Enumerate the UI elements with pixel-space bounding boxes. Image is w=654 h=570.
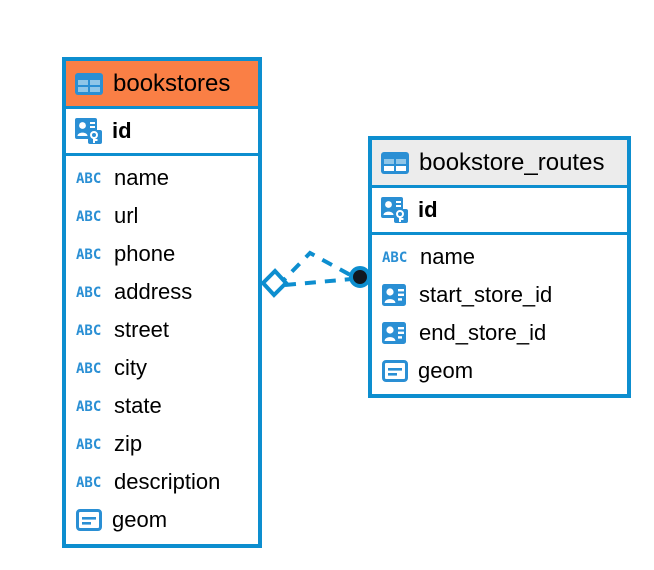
svg-text:ABC: ABC [76,209,101,225]
field-label: geom [418,358,474,383]
entity-header[interactable]: bookstore_routes [372,140,627,188]
field-row[interactable]: geom [372,352,627,390]
primary-key-label: id [418,197,438,222]
foreign-key-icon [382,282,409,308]
svg-text:ABC: ABC [76,247,101,263]
text-field-icon: ABC [76,283,104,301]
field-label: zip [114,431,143,456]
field-label: state [114,393,162,418]
svg-text:ABC: ABC [76,437,101,453]
text-field-icon: ABC [76,435,104,453]
text-field-icon: ABC [76,359,104,377]
field-label: street [114,317,170,342]
primary-key-row[interactable]: id [66,109,258,156]
field-label: start_store_id [419,282,553,307]
geometry-field-icon [382,359,408,383]
field-row[interactable]: ABC zip [66,425,258,463]
field-label: end_store_id [419,320,547,345]
field-label: address [114,279,193,304]
entity-title: bookstore_routes [419,148,605,176]
text-field-icon: ABC [76,397,104,415]
svg-text:ABC: ABC [76,323,101,339]
primary-key-label: id [112,118,132,143]
svg-text:ABC: ABC [76,285,101,301]
field-row[interactable]: geom [66,501,258,539]
field-row[interactable]: ABC url [66,197,258,235]
svg-text:ABC: ABC [76,361,101,377]
table-icon [381,151,409,174]
primary-key-icon [75,117,103,145]
svg-text:ABC: ABC [76,475,101,491]
field-row[interactable]: ABC address [66,273,258,311]
abc-glyph: ABC [76,171,101,187]
foreign-key-icon [382,320,409,346]
primary-key-icon [381,196,409,224]
svg-text:ABC: ABC [76,399,101,415]
svg-text:ABC: ABC [382,250,407,266]
field-label: phone [114,241,176,266]
filled-circle-marker [349,266,371,288]
entity-table-bookstores[interactable]: bookstores id [62,57,262,548]
field-row[interactable]: ABC name [372,238,627,276]
field-label: url [114,203,139,228]
field-label: name [114,165,170,190]
text-field-icon: ABC [76,207,104,225]
field-label: city [114,355,147,380]
field-row[interactable]: start_store_id [372,276,627,314]
field-row[interactable]: ABC name [66,159,258,197]
relationship-line-upper [276,250,355,288]
field-row[interactable]: ABC state [66,387,258,425]
text-field-icon: ABC [76,169,104,187]
field-label: description [114,469,221,494]
geometry-field-icon [76,508,102,532]
text-field-icon: ABC [76,321,104,339]
text-field-icon: ABC [382,248,410,266]
entity-title: bookstores [113,69,231,97]
entity-field-list: ABC name start_store_id [372,235,627,394]
field-label: geom [112,507,168,532]
table-icon [75,72,103,95]
entity-table-bookstore-routes[interactable]: bookstore_routes id [368,136,631,398]
relationship-line-lower [284,277,353,287]
field-row[interactable]: ABC street [66,311,258,349]
field-row[interactable]: ABC city [66,349,258,387]
entity-header[interactable]: bookstores [66,61,258,109]
field-row[interactable]: end_store_id [372,314,627,352]
text-field-icon: ABC [76,473,104,491]
field-row[interactable]: ABC description [66,463,258,501]
diamond-marker [260,268,289,298]
primary-key-row[interactable]: id [372,188,627,235]
text-field-icon: ABC [76,245,104,263]
field-label: name [420,244,476,269]
entity-field-list: ABC name ABC url ABC p [66,156,258,543]
field-row[interactable]: ABC phone [66,235,258,273]
